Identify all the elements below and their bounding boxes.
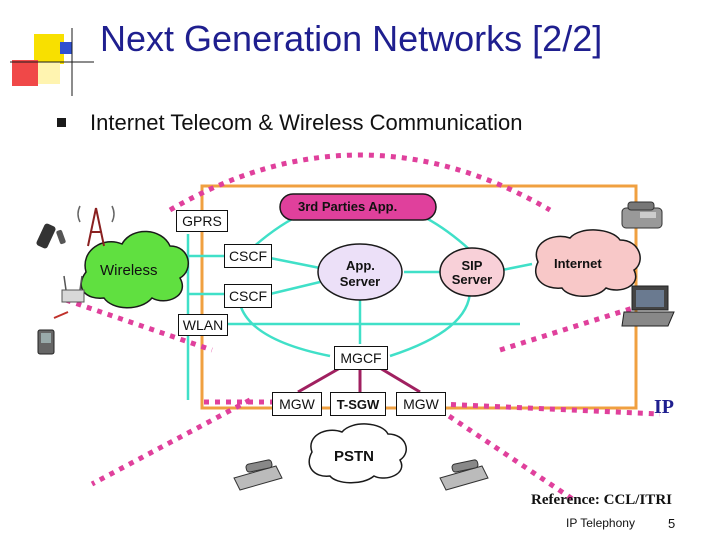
bullet-text: Internet Telecom & Wireless Communicatio…	[90, 110, 523, 135]
pda-icon	[37, 311, 69, 355]
link-mgcf-mgw-right	[379, 366, 421, 394]
logo-red-square	[12, 60, 38, 86]
boundary-left-upper	[65, 297, 213, 353]
sip-server-label-line2: Server	[451, 272, 493, 287]
logo-pale-square	[38, 62, 60, 84]
internet-cloud	[535, 229, 641, 297]
third-parties-pill	[279, 193, 437, 221]
mgw-left-label: MGW	[272, 392, 322, 416]
logo-squares	[10, 28, 94, 96]
boundary-right-upper	[499, 299, 653, 353]
wlan-label: WLAN	[178, 314, 228, 336]
link-sip-mgcf	[389, 289, 472, 358]
antenna-tower-icon	[77, 205, 115, 247]
pstn-cloud	[308, 423, 407, 484]
telephone-icon-right	[439, 459, 489, 491]
mgcf-label: MGCF	[334, 346, 388, 370]
laptop-icon	[621, 285, 675, 327]
link-cscf-app2	[269, 280, 321, 296]
wireless-label: Wireless	[100, 262, 158, 279]
boundary-bottom-right	[439, 401, 661, 417]
boundary-arc-top	[168, 152, 552, 213]
internet-label: Internet	[554, 256, 602, 271]
page-title: Next Generation Networks [2/2]	[100, 18, 603, 59]
app-server-node	[317, 243, 403, 301]
link-sip-internet	[501, 262, 533, 272]
app-server-label-line2: Server	[339, 274, 381, 289]
wireless-cloud	[80, 230, 190, 309]
bullet-square	[57, 118, 66, 127]
telephone-icon-left	[233, 459, 283, 491]
pstn-label: PSTN	[334, 448, 375, 465]
app-server-label-line1: App.	[346, 258, 375, 273]
logo-blue-square	[60, 42, 72, 54]
t-sgw-label: T-SGW	[330, 392, 386, 416]
core-links	[297, 366, 421, 394]
mobile-phone-icon	[36, 223, 66, 249]
desk-phone-icon	[621, 201, 663, 229]
third-parties-label: 3rd Parties App.	[298, 199, 398, 214]
mgw-right-label: MGW	[396, 392, 446, 416]
access-point-icon	[61, 275, 85, 303]
sip-server-label-line1: SIP	[461, 258, 483, 273]
sip-server-node	[439, 247, 505, 297]
boundary-left-lower	[90, 397, 252, 487]
boundary-lines	[65, 152, 661, 503]
footer-title: IP Telephony	[566, 516, 635, 530]
reference-note: Reference: CCL/ITRI	[531, 492, 672, 508]
ip-label: IP	[654, 396, 674, 418]
gprs-label: GPRS	[176, 210, 228, 232]
boundary-right-lower	[438, 407, 576, 503]
link-cscf-app	[269, 256, 321, 270]
cscf-bottom-label: CSCF	[224, 284, 272, 308]
page-number: 5	[668, 516, 676, 531]
logo-yellow-square	[34, 34, 64, 64]
link-mgcf-mgw-left	[297, 366, 341, 394]
link-cscf-mgcf	[238, 303, 331, 358]
cscf-top-label: CSCF	[224, 244, 272, 268]
